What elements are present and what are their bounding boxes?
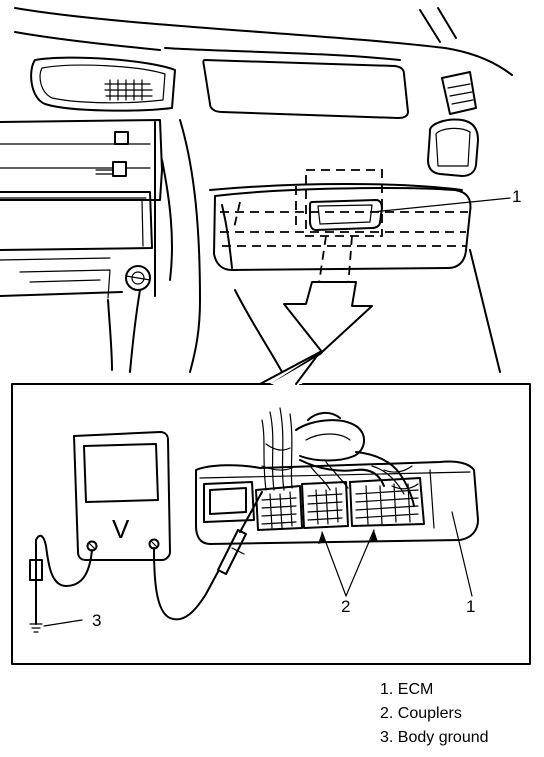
zoom-arrow-icon [283,281,373,353]
ecm-location-marker [309,199,383,231]
legend-item-ecm: 1. ECM [380,681,433,698]
legend: 1. ECM 2. Couplers 3. Body ground [380,681,489,746]
detail-view: V [11,351,531,665]
coupler-right [349,477,425,527]
voltmeter-symbol: V [112,514,130,544]
center-display-recess [202,59,409,119]
probe-lead [153,491,263,621]
coupler-left [255,485,303,531]
ecm-unit [195,460,479,545]
voltmeter: V [73,431,171,561]
legend-item-body-ground: 3. Body ground [380,729,489,746]
dashboard-overview [0,7,513,373]
instrument-cluster [30,56,176,112]
callout-ecm-top: 1 [512,187,521,206]
cluster-vent-icon [104,79,153,101]
callout-ecm-bottom: 1 [466,597,475,616]
callout-body-ground: 3 [92,611,101,630]
wiring-harness [261,407,419,507]
coupler-middle [301,481,349,529]
ground-lead [29,534,93,633]
right-air-vent-icon [427,71,479,177]
center-console-stack [0,119,163,299]
glove-box-area [213,169,472,291]
callout-couplers: 2 [341,597,350,616]
legend-item-couplers: 2. Couplers [380,705,462,722]
